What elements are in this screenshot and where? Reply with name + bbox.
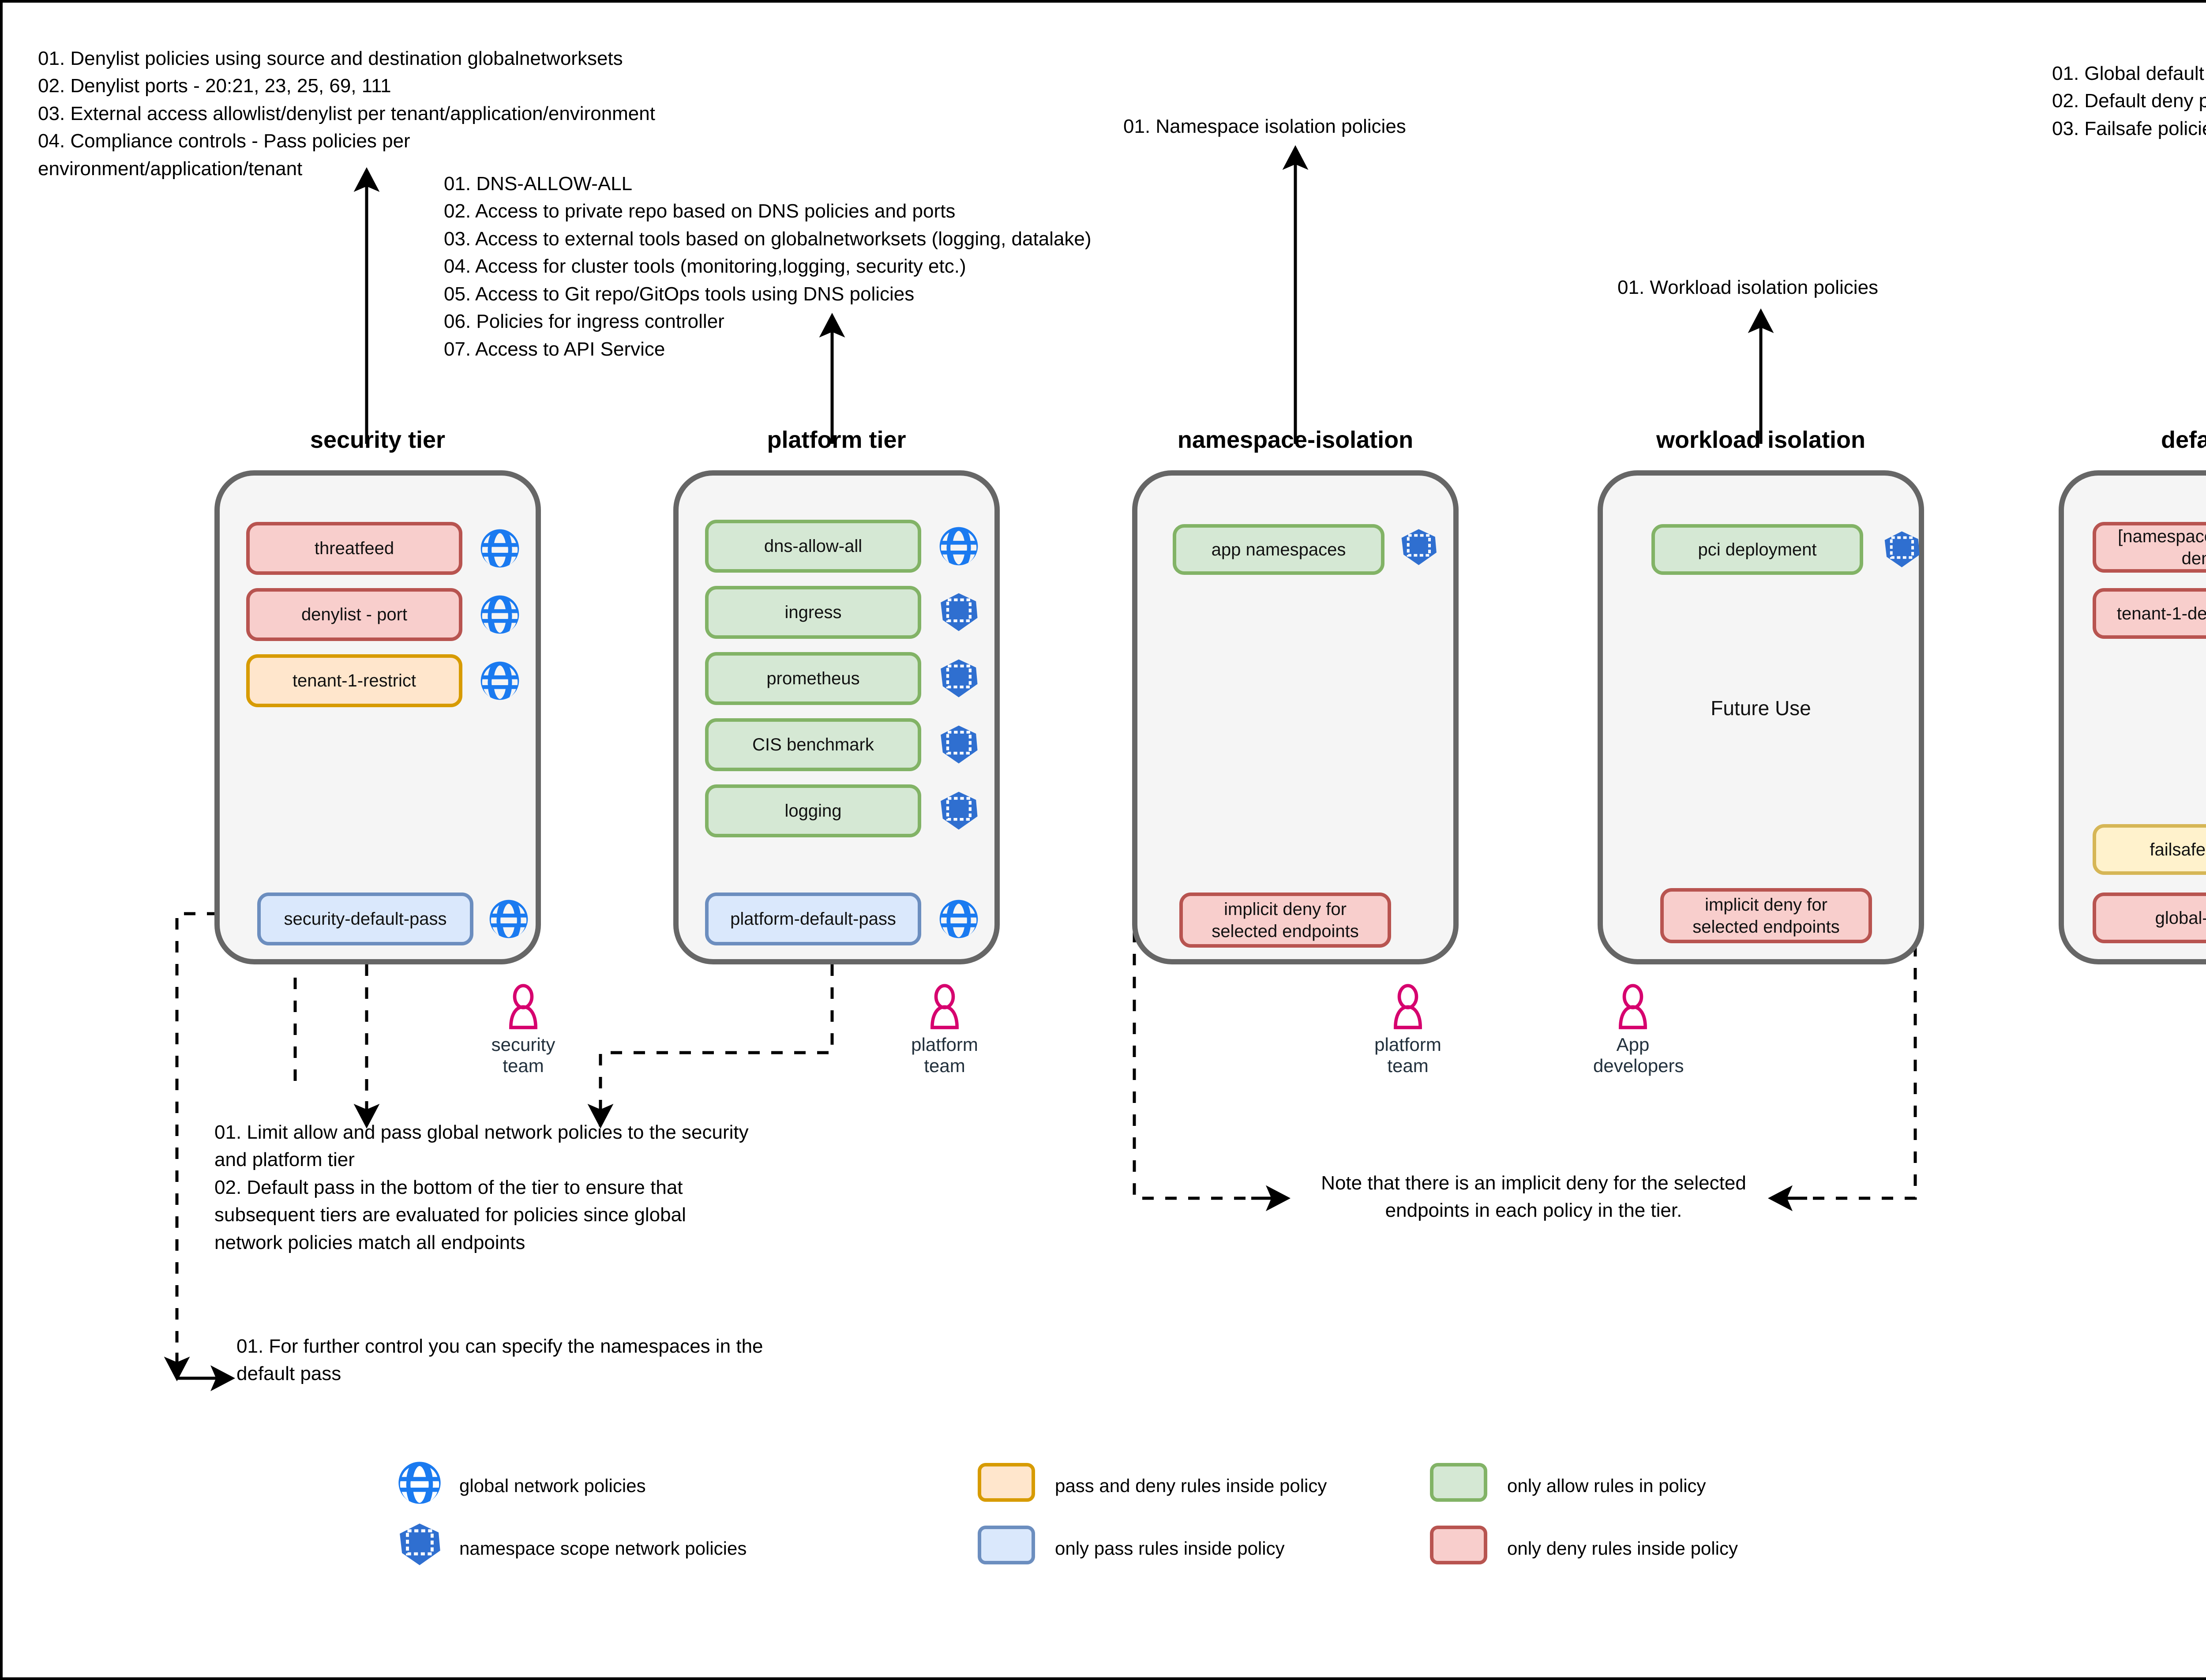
person-icon <box>930 984 959 1029</box>
globe-icon <box>487 897 531 941</box>
policy-chip[interactable]: dns-allow-all <box>705 520 921 573</box>
policy-chip[interactable]: security-default-pass <box>257 892 473 945</box>
legend-label: global network policies <box>459 1475 646 1496</box>
persona-security-team: security team <box>484 982 563 1097</box>
policy-chip[interactable]: implicit deny for selected endpoints <box>1179 892 1391 948</box>
person-icon <box>1394 984 1422 1029</box>
policy-chip[interactable]: global-deny <box>2093 892 2206 943</box>
persona-label: security team <box>491 1034 555 1076</box>
legend-swatch-pass-and-deny <box>978 1463 1035 1502</box>
policy-chip[interactable]: prometheus <box>705 652 921 705</box>
namespace-icon <box>937 656 981 701</box>
namespace-icon <box>1398 526 1440 568</box>
legend-label: pass and deny rules inside policy <box>1055 1475 1327 1496</box>
future-use-label: Future Use <box>1711 697 1811 720</box>
globe-icon <box>937 524 981 568</box>
persona-app-developers: App developers <box>1593 982 1684 1097</box>
person-icon <box>509 984 537 1029</box>
tier-title-text: default tier <box>2161 427 2206 453</box>
tier-title-security: security tier <box>214 426 541 454</box>
policy-chip[interactable]: platform-default-pass <box>705 892 921 945</box>
namespace-isolation-note: 01. Namespace isolation policies <box>1123 116 1406 137</box>
globe-icon <box>478 526 522 570</box>
policy-chip[interactable]: pci deployment <box>1651 524 1863 575</box>
tier-platform[interactable]: dns-allow-all ingress prometheus CIS ben… <box>673 470 1000 964</box>
persona-label: App developers <box>1593 1034 1684 1076</box>
tier-title-text: platform tier <box>767 427 906 453</box>
default-pass-note: 01. For further control you can specify … <box>236 1335 763 1385</box>
security-tier-note: 01. Denylist policies using source and d… <box>38 48 655 180</box>
policy-chip[interactable]: app namespaces <box>1173 524 1384 575</box>
tier-default[interactable]: [namespace]-default-deny tenant-1-defaul… <box>2059 470 2206 964</box>
globe-icon <box>478 592 522 637</box>
tier-security[interactable]: threatfeed denylist - port tenant-1-rest… <box>214 470 541 964</box>
namespace-icon <box>937 590 981 634</box>
globe-icon <box>937 897 981 941</box>
tier-namespace-isolation[interactable]: app namespaces implicit deny for selecte… <box>1132 470 1459 964</box>
namespace-icon <box>937 723 981 767</box>
policy-chip[interactable]: logging <box>705 784 921 837</box>
default-tier-note: 01. Global default deny 02. Default deny… <box>2052 63 2206 139</box>
namespace-icon <box>395 1520 444 1569</box>
tier-title-text: workload isolation <box>1656 427 1866 453</box>
policy-chip[interactable]: implicit deny for selected endpoints <box>1660 888 1872 943</box>
tier-title-namespace-isolation: namespace-isolation <box>1132 426 1459 454</box>
legend-swatch-only-deny <box>1430 1526 1487 1564</box>
workload-isolation-note: 01. Workload isolation policies <box>1617 277 1879 298</box>
legend-swatch-only-pass <box>978 1526 1035 1564</box>
legend-label: only pass rules inside policy <box>1055 1538 1285 1559</box>
policy-chip[interactable]: [namespace]-default-deny <box>2093 522 2206 573</box>
policy-chip[interactable]: ingress <box>705 586 921 639</box>
tier-title-workload-isolation: workload isolation <box>1598 426 1924 454</box>
policy-chip[interactable]: threatfeed <box>246 522 462 575</box>
tier-title-text: namespace-isolation <box>1177 427 1414 453</box>
policy-chip[interactable]: failsafe-allow <box>2093 824 2206 875</box>
global-policy-note: 01. Limit allow and pass global network … <box>214 1121 749 1253</box>
tier-title-platform: platform tier <box>673 426 1000 454</box>
globe-icon <box>478 659 522 703</box>
legend-label: only deny rules inside policy <box>1507 1538 1738 1559</box>
persona-label: platform team <box>911 1034 978 1076</box>
person-icon <box>1619 984 1647 1029</box>
persona-label: platform team <box>1374 1034 1441 1076</box>
platform-tier-note: 01. DNS-ALLOW-ALL 02. Access to private … <box>444 173 1092 360</box>
implicit-deny-note: Note that there is an implicit deny for … <box>1321 1172 1746 1222</box>
policy-chip[interactable]: tenant-1-restrict <box>246 654 462 707</box>
globe-icon <box>395 1459 444 1507</box>
tier-workload-isolation[interactable]: pci deployment Future Use implicit deny … <box>1598 470 1924 964</box>
policy-chip[interactable]: tenant-1-default-deny <box>2093 588 2206 639</box>
tier-title-text: security tier <box>310 427 446 453</box>
namespace-icon <box>937 789 981 833</box>
persona-platform-team-2: platform team <box>1368 982 1448 1097</box>
legend-label: only allow rules in policy <box>1507 1475 1706 1496</box>
persona-platform-team: platform team <box>905 982 984 1097</box>
namespace-icon <box>1881 529 1923 570</box>
legend-label: namespace scope network policies <box>459 1538 747 1559</box>
legend: global network policies pass and deny ru… <box>347 1454 2206 1595</box>
legend-swatch-only-allow <box>1430 1463 1487 1502</box>
policy-chip[interactable]: CIS benchmark <box>705 718 921 771</box>
policy-chip[interactable]: denylist - port <box>246 588 462 641</box>
tier-title-default: default tier <box>2059 426 2206 454</box>
